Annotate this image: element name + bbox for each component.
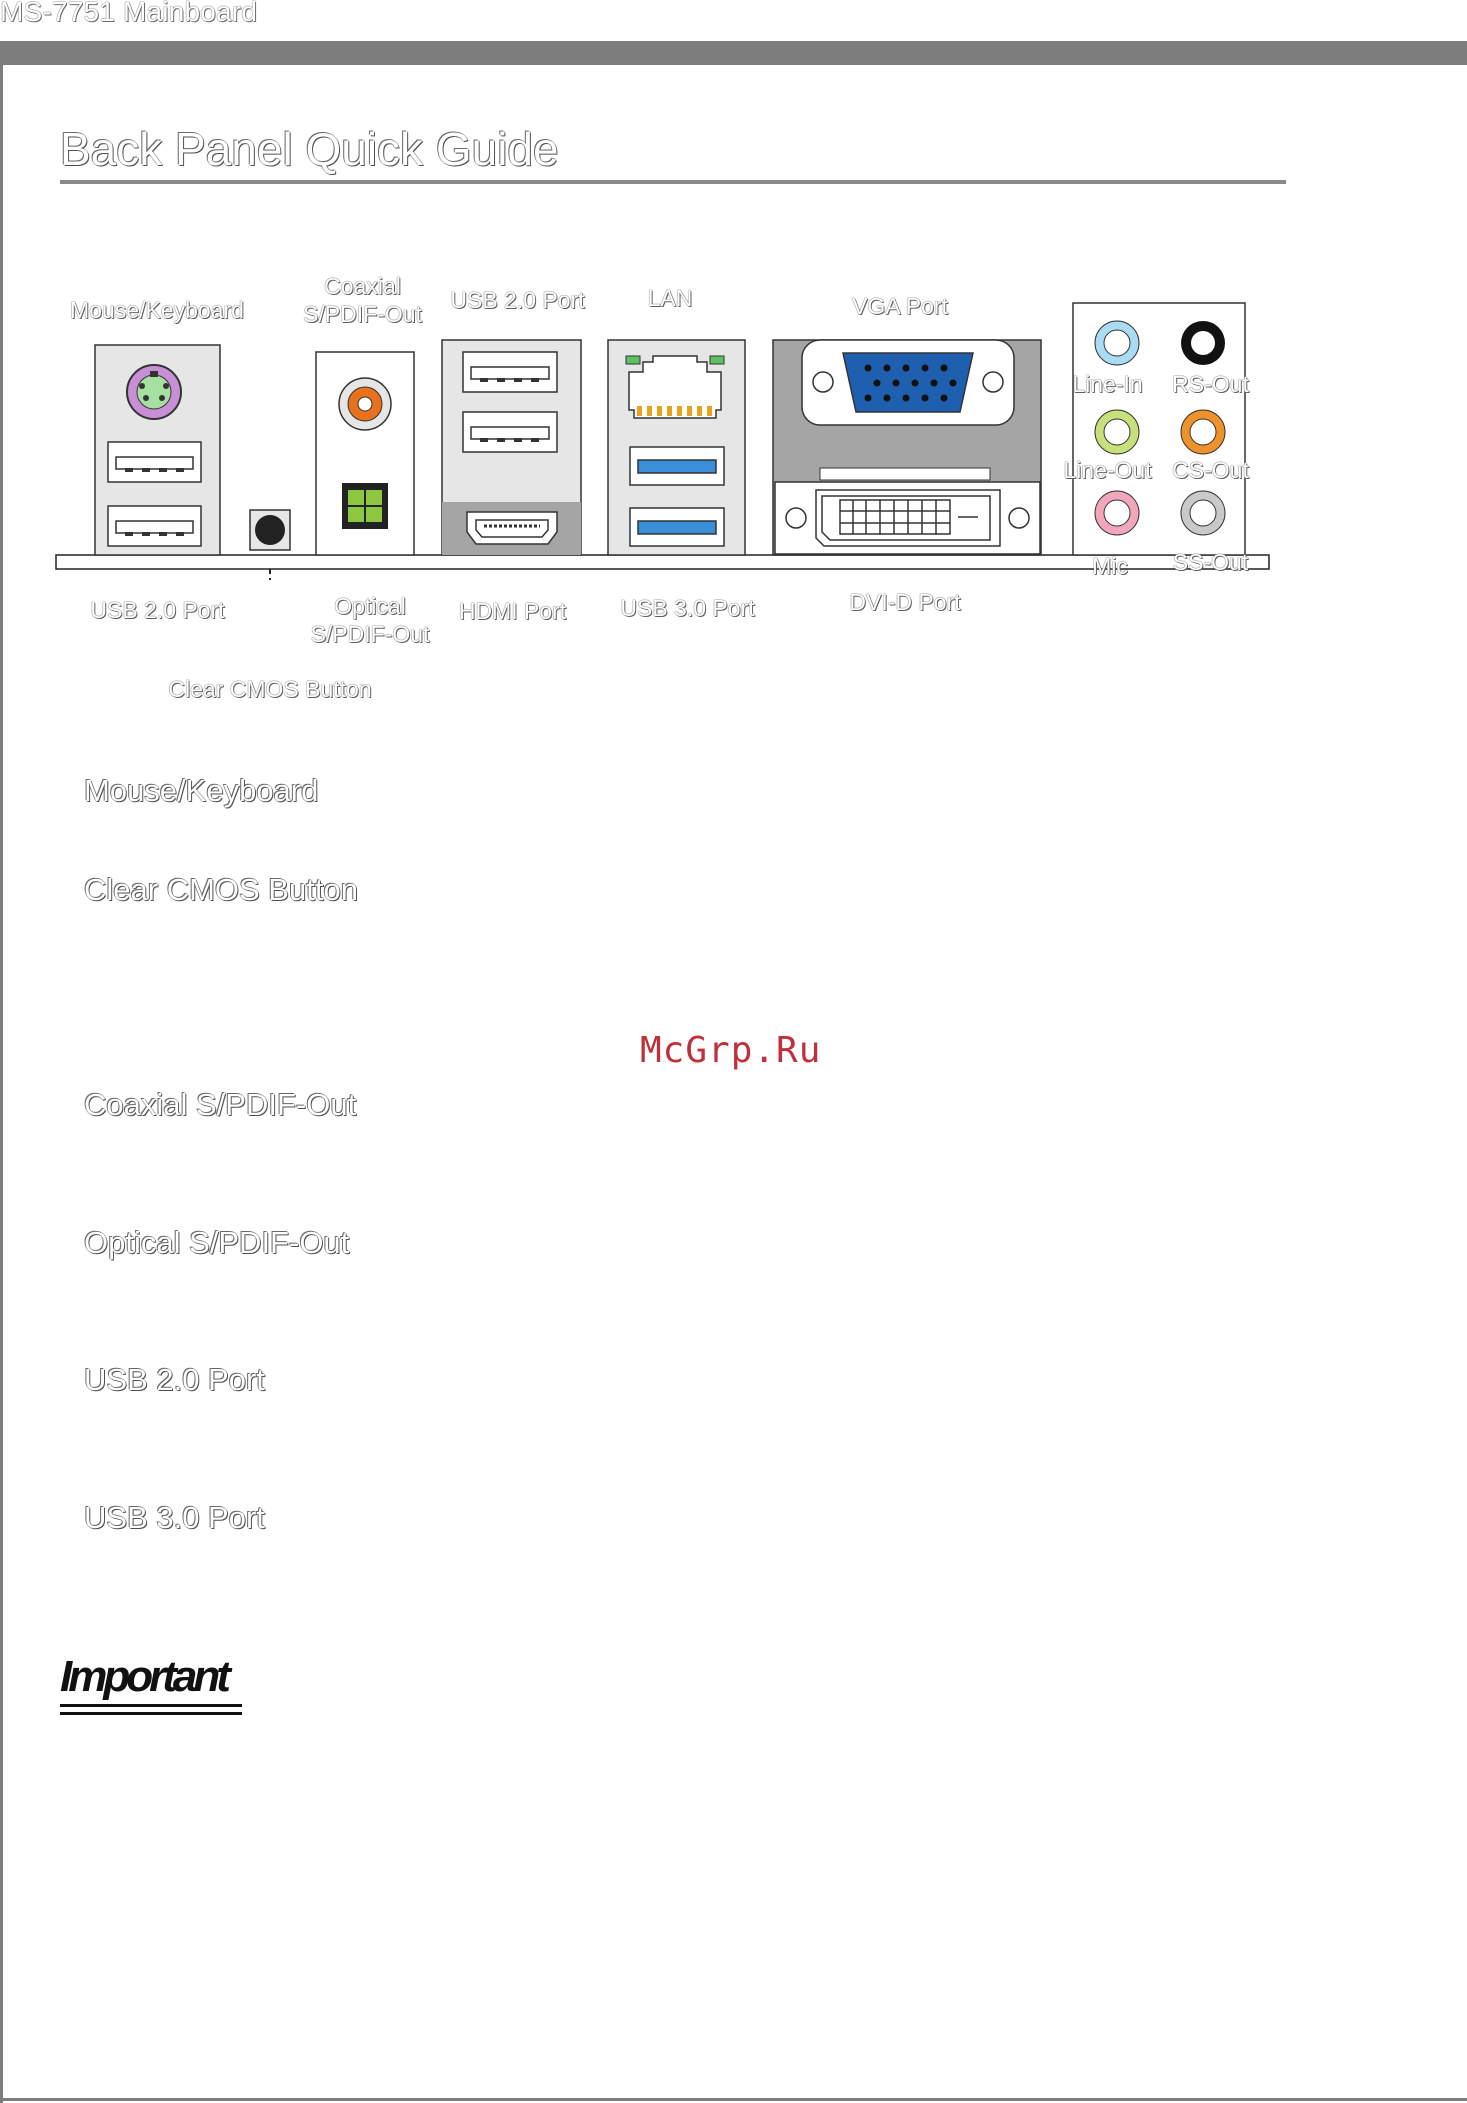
label-line-in: Line-In — [1072, 371, 1143, 397]
important-underline — [60, 1712, 242, 1715]
title-underline — [60, 180, 1286, 184]
usb3-port-icon — [629, 446, 725, 486]
label-lan: LAN — [647, 285, 693, 311]
label-mouse-keyboard: Mouse/Keyboard — [70, 297, 244, 323]
lan-usb3-block — [607, 339, 746, 556]
label-ss-out: SS-Out — [1172, 549, 1249, 575]
page-title: Back Panel Quick Guide — [60, 123, 559, 175]
back-panel-diagram — [55, 302, 1270, 580]
left-border — [0, 41, 3, 2103]
label-coaxial-line2: S/PDIF-Out — [303, 301, 422, 327]
vga-port-icon — [801, 339, 1015, 426]
audio-block — [1072, 302, 1246, 556]
label-usb30: USB 3.0 Port — [620, 595, 755, 621]
usb2-port-icon — [462, 411, 558, 453]
label-mic: Mic — [1092, 553, 1128, 579]
bottom-border — [0, 2098, 1467, 2101]
important-heading: Important — [60, 1652, 231, 1701]
watermark: McGrp.Ru — [640, 1030, 822, 1071]
important-underline — [60, 1704, 242, 1707]
label-coaxial-line1: Coaxial — [324, 273, 401, 299]
ps2-usb-block — [94, 344, 221, 556]
usb-hdmi-block — [441, 339, 582, 556]
label-clear-cmos: Clear CMOS Button — [168, 676, 372, 702]
usb2-port-icon — [107, 441, 202, 483]
dvi-port-icon — [774, 467, 1041, 555]
vga-dvi-block — [772, 339, 1042, 556]
label-usb20-bottom: USB 2.0 Port — [90, 597, 225, 623]
usb2-port-icon — [107, 505, 202, 547]
label-hdmi: HDMI Port — [458, 598, 567, 624]
lan-port-icon — [625, 355, 725, 419]
spdif-block — [315, 351, 415, 556]
header-bar — [0, 41, 1467, 65]
label-usb20-top: USB 2.0 Port — [450, 287, 585, 313]
label-rs-out: RS-Out — [1172, 371, 1249, 397]
label-optical-line2: S/PDIF-Out — [310, 621, 430, 647]
label-cs-out: CS-Out — [1172, 457, 1249, 483]
section-heading-usb20: USB 2.0 Port — [84, 1362, 265, 1397]
section-heading-optical-spdif: Optical S/PDIF-Out — [84, 1225, 350, 1260]
label-line-out: Line-Out — [1063, 457, 1152, 483]
section-heading-mouse-keyboard: Mouse/Keyboard — [84, 773, 319, 808]
label-optical-line1: Optical — [334, 593, 406, 619]
usb3-port-icon — [629, 507, 725, 547]
label-dvid: DVI-D Port — [849, 589, 961, 615]
label-vga: VGA Port — [852, 293, 948, 319]
header-model-text: MS-7751 Mainboard — [0, 0, 258, 27]
section-heading-coaxial-spdif: Coaxial S/PDIF-Out — [84, 1087, 357, 1122]
hdmi-port-icon — [466, 511, 558, 545]
section-heading-usb30: USB 3.0 Port — [84, 1500, 265, 1535]
section-heading-clear-cmos: Clear CMOS Button — [84, 872, 358, 907]
usb2-port-icon — [462, 351, 558, 393]
clear-cmos-button-icon — [249, 509, 291, 580]
